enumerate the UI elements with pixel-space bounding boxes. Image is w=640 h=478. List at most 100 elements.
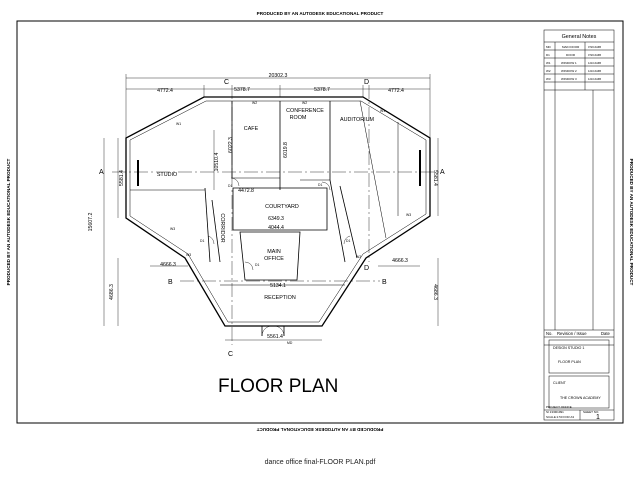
room-cafe: CAFE [244, 126, 259, 132]
element-tags: W1 W2 W2 W1 W3 W3 D1 D1 D1 D1 D1 MD W3 W… [170, 101, 411, 345]
tag-d1-office: D1 [255, 263, 259, 267]
sheet-number: 1 [596, 414, 600, 421]
marker-b-left: B [168, 279, 173, 286]
dim-top-center-right: 5378.7 [314, 87, 330, 93]
tag-w1-auditorium: W1 [380, 109, 385, 113]
dim-left-lower: 4666.3 [160, 262, 176, 268]
client-label: CLIENT [553, 381, 567, 385]
room-reception: RECEPTION [264, 295, 296, 301]
dim-entry: 5561.4 [267, 334, 283, 340]
room-main-office-line2: OFFICE [264, 256, 284, 262]
scale: SCALE:1:50 FOR A3 [546, 415, 574, 419]
room-conference-line1: CONFERENCE [286, 108, 324, 114]
dim-courtyard-2: 4044.4 [268, 225, 284, 231]
dimension-labels: 20302.3 4772.4 5378.7 5378.7 4772.4 6022… [88, 73, 438, 340]
tag-w3-right: W3 [356, 255, 361, 259]
dim-reception-top: 5134.1 [270, 283, 286, 289]
tag-md-entry: MD [287, 341, 293, 345]
note-code-2: W1 [546, 61, 551, 65]
note-name-3: WINDOW 2 [561, 69, 577, 73]
main-office-outline [239, 231, 301, 281]
dimension-lines [103, 74, 439, 341]
tag-w3-left: W3 [186, 253, 191, 257]
note-spec-3: 1210-6A6B [588, 69, 601, 73]
watermark-right: PRODUCED BY AN AUTODESK EDUCATIONAL PROD… [629, 159, 634, 286]
notes-heading: General Notes [562, 34, 597, 40]
dim-cafe-height: 6022.3 [228, 137, 234, 153]
room-corridor: CORRIDOR [219, 213, 225, 242]
note-spec-4: 1210-6A6B [588, 77, 601, 81]
room-conference-line2: ROOM [290, 115, 307, 121]
tag-d1-corridor: D1 [200, 239, 204, 243]
tag-d1-auditorium: D1 [346, 239, 350, 243]
door-swing-office [244, 261, 254, 271]
tag-d1-cafe: D1 [228, 184, 232, 188]
dim-studio-inner: 10510.4 [214, 153, 220, 172]
wall-corridor-left [204, 187, 211, 263]
watermark-top: PRODUCED BY AN AUTODESK EDUCATIONAL PROD… [257, 11, 384, 16]
note-name-1: DOOR [566, 53, 576, 57]
dim-left-mid: 5581.4 [119, 170, 125, 186]
dim-courtyard-top: 4472.8 [238, 188, 254, 194]
note-name-2: WINDOW 1 [561, 61, 577, 65]
design-line1: DESIGN STUDIO 1 [553, 346, 584, 350]
dim-overall: 20302.3 [269, 73, 288, 79]
note-code-4: W3 [546, 77, 551, 81]
client-name: THE CROWN ACADEMY [560, 396, 601, 400]
dim-left-total: 15607.2 [88, 213, 94, 232]
revision-date: Date [601, 331, 611, 336]
wall-corridor-inner [211, 199, 221, 263]
dim-left-bottom: 4686.3 [109, 284, 115, 300]
room-studio: STUDIO [157, 172, 177, 178]
title-block [543, 29, 615, 421]
note-name-0: MAIN DOOR [562, 45, 580, 49]
main-door-swing-left [261, 325, 274, 337]
note-code-0: MD [546, 45, 551, 49]
room-labels: STUDIO CAFE CONFERENCE ROOM AUDITORIUM C… [157, 108, 375, 301]
watermark-left: PRODUCED BY AN AUTODESK EDUCATIONAL PROD… [6, 158, 11, 285]
door-swing-cafe [230, 177, 240, 187]
tag-w2-cafe: W2 [252, 101, 257, 105]
note-spec-1: 0720-6A6B [588, 53, 601, 57]
outer-wall [125, 96, 431, 327]
sheet-border [16, 20, 624, 424]
section-markers: A A B B C C D D [99, 79, 445, 358]
tag-w2-conference: W2 [302, 101, 307, 105]
note-spec-2: 1210-6A6B [588, 61, 601, 65]
room-main-office-line1: MAIN [267, 249, 281, 255]
main-door-swing-right [272, 325, 285, 337]
dim-right-lower: 4666.3 [392, 258, 408, 264]
design-box [548, 339, 610, 374]
tag-w3-auditorium: W3 [406, 213, 411, 217]
dim-courtyard-1: 6349.3 [268, 216, 284, 222]
room-courtyard: COURTYARD [265, 204, 299, 210]
floor-plan [112, 85, 440, 345]
tag-d1-conference: D1 [318, 183, 322, 187]
revision-label: Revision / Issue [557, 331, 587, 336]
document-footer: dance office final-FLOOR PLAN.pdf [264, 459, 376, 466]
room-auditorium: AUDITORIUM [340, 117, 375, 123]
courtyard-outline [232, 187, 328, 231]
wall-auditorium-left [329, 179, 346, 263]
drawing-title: FLOOR PLAN [218, 376, 338, 397]
marker-d-top: D [364, 79, 369, 86]
tag-w3-studio: W3 [170, 227, 175, 231]
project-id: SI 13/001991 [546, 410, 564, 414]
note-spec-0: 0720-6A6B [588, 45, 601, 49]
sheet-no-label: SHEET NO. [583, 410, 599, 414]
marker-a-right: A [440, 169, 445, 176]
door-swing-conference [321, 181, 331, 191]
wall-auditorium-inner [339, 185, 358, 259]
marker-d-bottom: D [364, 265, 369, 272]
note-name-4: WINDOW 3 [561, 77, 577, 81]
revision-no: No. [546, 331, 553, 336]
marker-a-left: A [99, 169, 104, 176]
dim-conf-height: 6019.8 [283, 142, 289, 158]
client-box [548, 375, 610, 409]
watermark-bottom: PRODUCED BY AN AUTODESK EDUCATIONAL PROD… [256, 427, 383, 432]
marker-b-right: B [382, 279, 387, 286]
design-line2: FLOOR PLAN [558, 360, 581, 364]
dim-top-left: 4772.4 [157, 88, 173, 94]
